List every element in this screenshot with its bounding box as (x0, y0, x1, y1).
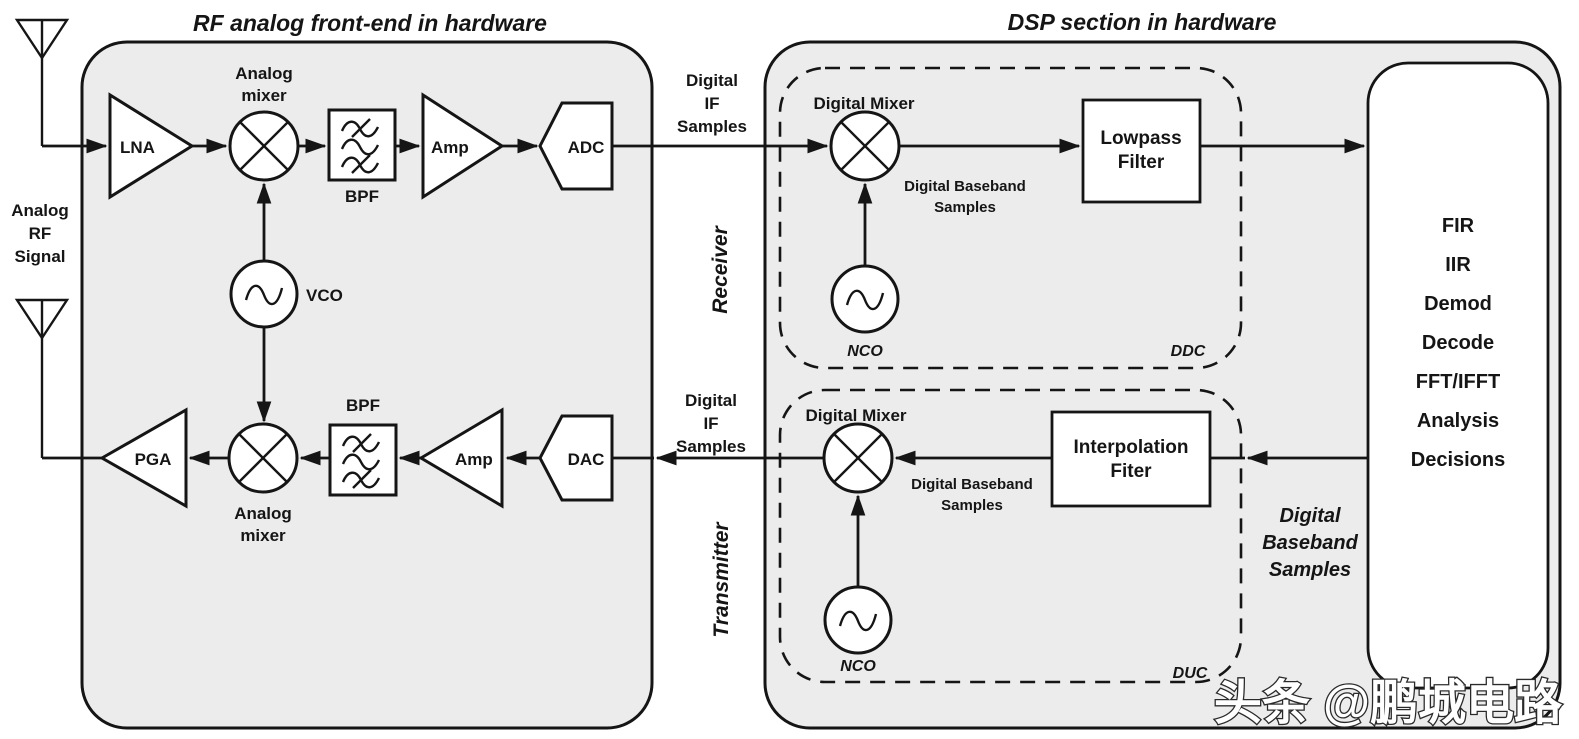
ddc-nco-oscillator (830, 264, 900, 334)
rx-antenna-icon (14, 18, 70, 146)
tx-antenna-icon (14, 298, 70, 458)
bpf-wave-icon (341, 433, 381, 489)
lowpass-filter-label-2: Filter (1118, 152, 1165, 173)
bpf-wave-icon (340, 118, 380, 174)
rf-section-title: RF analog front-end in hardware (193, 10, 547, 36)
duc-digital-mixer (822, 422, 894, 494)
ddc-baseband-label-2: Samples (934, 199, 996, 216)
duc-tag: DUC (1173, 665, 1208, 682)
rx-amp-amplifier (421, 92, 505, 200)
lowpass-filter-label-1: Lowpass (1100, 128, 1181, 149)
rx-analog-mixer (228, 110, 300, 182)
analog-rf-signal-2: RF (29, 224, 52, 243)
watermark-text: 头条 @鹏城电路 (1214, 677, 1563, 730)
duc-nco-label: NCO (840, 658, 876, 675)
rx-mixer-label-1: Analog (235, 64, 293, 83)
transmitter-label: Transmitter (710, 521, 733, 638)
duc-nco-oscillator (823, 585, 893, 655)
dsp-function-decisions: Decisions (1411, 449, 1505, 471)
tx-mixer-label-1: Analog (234, 504, 292, 523)
ddc-tag: DDC (1171, 343, 1206, 360)
duc-dashed-box (778, 388, 1243, 684)
rx-bpf-label: BPF (345, 187, 379, 206)
interpolation-filter-label-2: Fiter (1110, 461, 1152, 482)
dsp-function-decode: Decode (1422, 332, 1494, 354)
pga-amplifier (98, 407, 188, 509)
duc-digital-mixer-label: Digital Mixer (805, 406, 906, 425)
pga-label: PGA (135, 450, 172, 469)
adc-label: ADC (568, 138, 605, 157)
dac-label: DAC (568, 450, 605, 469)
interpolation-filter-label-1: Interpolation (1073, 437, 1188, 458)
ddc-digital-mixer-label: Digital Mixer (813, 94, 914, 113)
tx-if-samples-1: Digital (685, 391, 737, 410)
rx-mixer-label-2: mixer (241, 86, 287, 105)
tx-bpf-label: BPF (346, 396, 380, 415)
analog-rf-signal-1: Analog (11, 201, 69, 220)
tx-amp-amplifier (418, 407, 504, 509)
dsp-function-fft: FFT/IFFT (1416, 371, 1500, 393)
receiver-label: Receiver (709, 224, 732, 313)
tx-amp-label: Amp (455, 450, 493, 469)
dsp-functions-box (1366, 61, 1550, 690)
dsp-functions-list: FIR IIR Demod Decode FFT/IFFT Analysis D… (1411, 215, 1505, 471)
lowpass-filter-box (1081, 98, 1202, 204)
ddc-baseband-label-1: Digital Baseband (904, 178, 1026, 195)
tx-mixer-label-2: mixer (240, 526, 286, 545)
rx-amp-label: Amp (431, 138, 469, 157)
duc-baseband-label-2: Samples (941, 497, 1003, 514)
dsp-function-analysis: Analysis (1417, 410, 1499, 432)
ddc-dashed-box (778, 66, 1243, 370)
dsp-section-title: DSP section in hardware (1008, 9, 1277, 35)
rx-if-samples-2: IF (704, 94, 719, 113)
interpolation-filter-box (1050, 410, 1212, 508)
duc-baseband-label-1: Digital Baseband (911, 476, 1033, 493)
tx-if-samples-2: IF (703, 414, 718, 433)
dsp-panel (763, 40, 1562, 730)
tx-analog-mixer (227, 422, 299, 494)
analog-rf-signal-3: Signal (14, 247, 65, 266)
dsp-function-demod: Demod (1424, 293, 1492, 315)
baseband-io-label-2: Baseband (1262, 532, 1358, 554)
baseband-io-label-1: Digital (1279, 505, 1341, 527)
ddc-digital-mixer (829, 110, 901, 182)
dsp-function-iir: IIR (1445, 254, 1471, 276)
rf-front-end-panel (80, 40, 654, 730)
tx-if-samples-3: Samples (676, 437, 746, 456)
rx-if-samples-3: Samples (677, 117, 747, 136)
lna-label: LNA (120, 138, 155, 157)
vco-label: VCO (306, 286, 343, 305)
dsp-function-fir: FIR (1442, 215, 1475, 237)
rx-if-samples-1: Digital (686, 71, 738, 90)
baseband-io-label-3: Samples (1269, 559, 1351, 581)
ddc-nco-label: NCO (847, 343, 883, 360)
lna-amplifier (108, 92, 195, 200)
rx-bpf-filter (327, 108, 397, 182)
vco-oscillator (229, 259, 299, 329)
tx-bpf-filter (328, 423, 398, 497)
